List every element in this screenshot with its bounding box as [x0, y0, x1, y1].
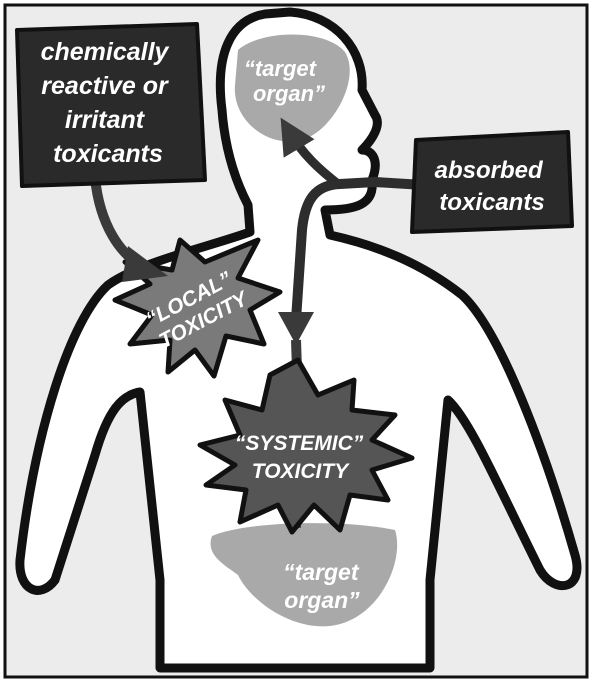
reactive-box-line-1: chemically: [41, 38, 170, 66]
reactive-box-line-3: irritant: [65, 106, 146, 134]
systemic-toxicity-line-2: TOXICITY: [252, 460, 350, 483]
target-organ-abdomen-line-2: organ”: [284, 587, 360, 613]
systemic-toxicity-line-1: “SYSTEMIC”: [235, 432, 364, 455]
target-organ-abdomen-line-1: “target: [283, 559, 360, 585]
reactive-box-line-4: toxicants: [53, 140, 163, 168]
target-organ-head-line-1: “target: [244, 56, 318, 81]
reactive-box-line-2: reactive or: [41, 72, 169, 100]
svg-text:“target organ”: “target organ”: [244, 56, 325, 106]
absorbed-box-line-2: toxicants: [439, 189, 544, 216]
absorbed-box-line-1: absorbed: [435, 157, 544, 184]
target-organ-head-line-2: organ”: [253, 81, 325, 106]
